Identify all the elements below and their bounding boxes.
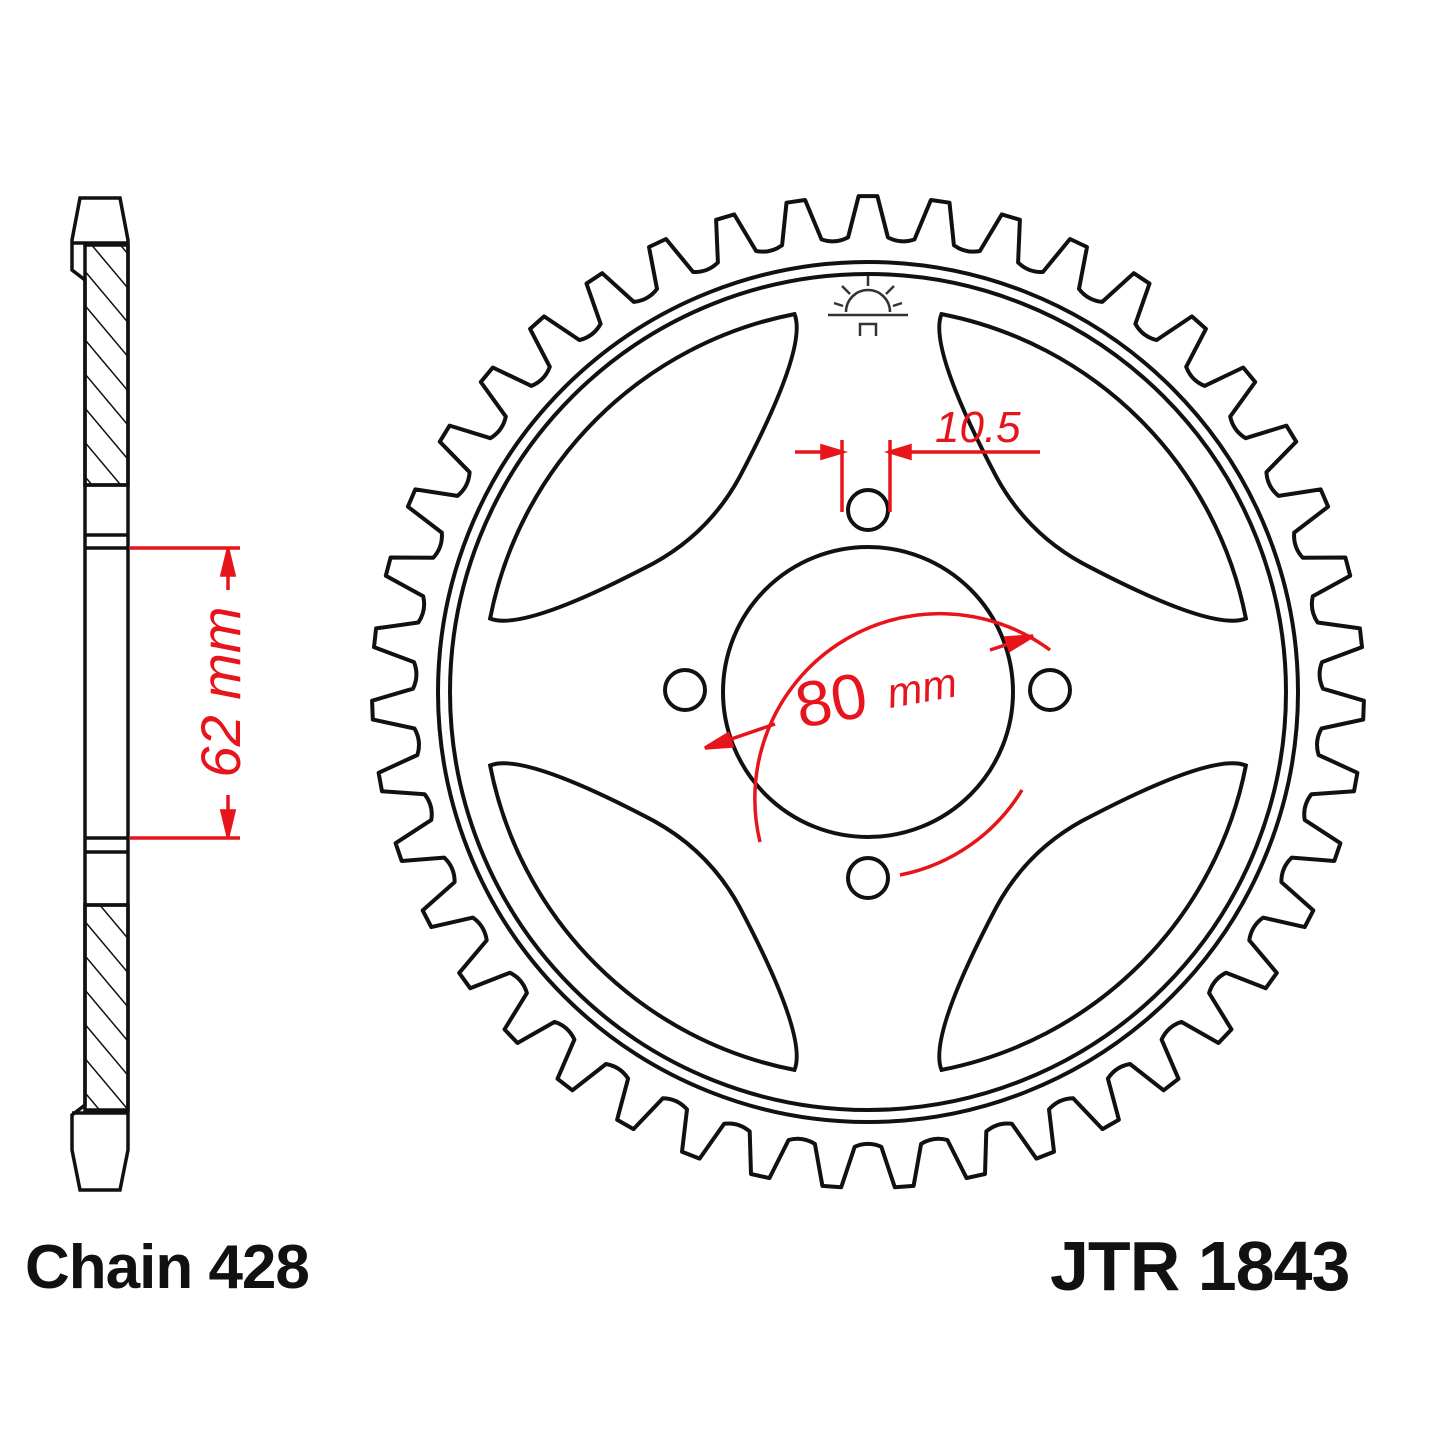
bolt-circle-label: 80 mm (790, 659, 960, 742)
bolt-hole-label: 10.5 (935, 403, 1021, 452)
bolt-hole-dimension (795, 440, 1040, 512)
sprocket-teeth (370, 194, 1366, 1190)
part-number-label: JTR 1843 (1050, 1227, 1350, 1305)
center-hole (721, 545, 1015, 839)
bolt-hole (1028, 668, 1072, 712)
spoke-cutout (487, 311, 799, 623)
rim-inner-circle (448, 272, 1288, 1112)
bolt-circle-unit: mm (883, 659, 960, 717)
hub-height-label: 62 mm (189, 606, 252, 777)
chain-label: Chain 428 (25, 1233, 310, 1302)
bolt-hole (846, 488, 890, 532)
spoke-cutout (937, 311, 1249, 623)
spoke-cutout (937, 761, 1249, 1073)
hub-height-dimension (130, 546, 240, 840)
bolt-hole (663, 668, 707, 712)
sprocket-front (370, 194, 1366, 1190)
bolt-hole (846, 856, 890, 900)
sun-logo (828, 276, 908, 336)
side-profile (70, 196, 130, 1192)
bolt-circle-value: 80 (790, 659, 873, 742)
spoke-cutout (487, 761, 799, 1073)
rim-outer-circle (436, 260, 1300, 1124)
bolt-circle-dimension (704, 611, 1052, 877)
